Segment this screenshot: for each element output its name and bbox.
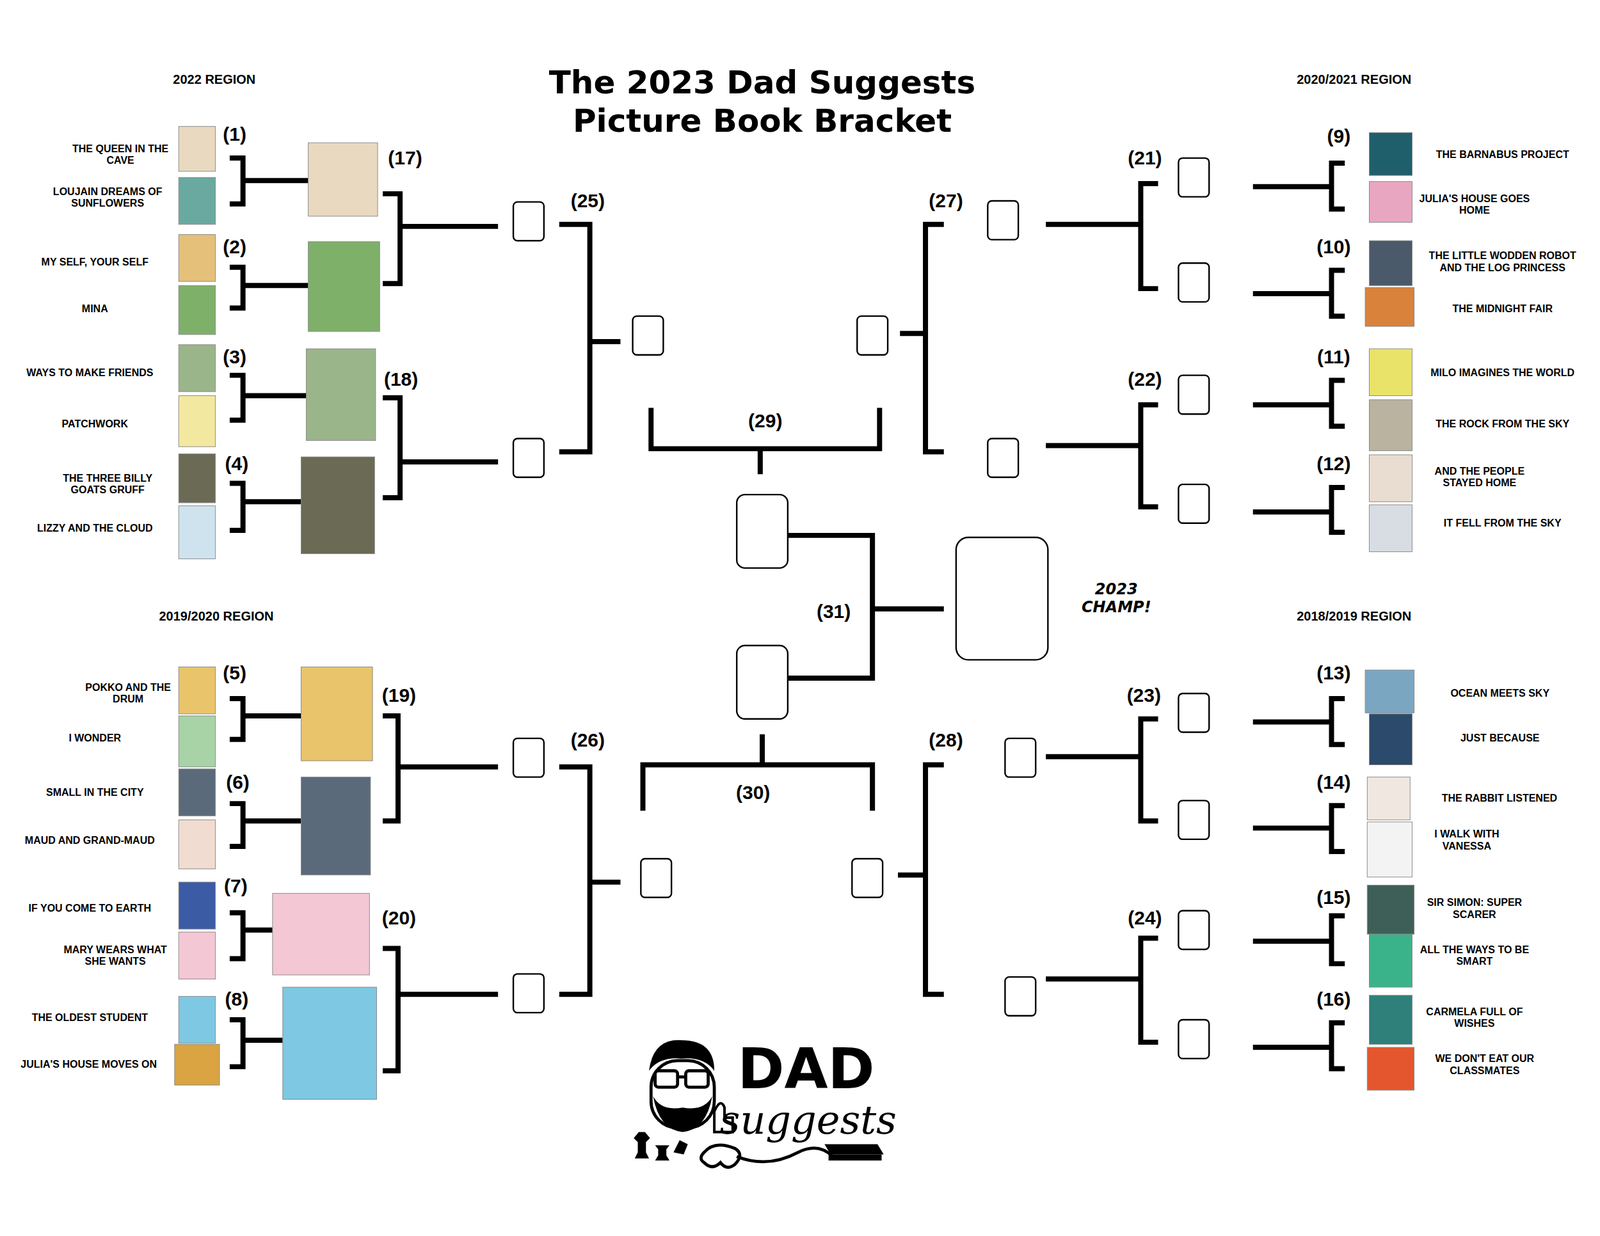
match-number: (22) — [1127, 368, 1162, 392]
match-number: (3) — [222, 346, 247, 369]
champion-label: 2023 CHAMP! — [1065, 581, 1168, 617]
match-number: (30) — [736, 782, 770, 805]
match-number: (18) — [384, 368, 418, 392]
book-title: SMALL IN THE CITY — [18, 787, 172, 799]
book-title: I WONDER — [18, 732, 172, 745]
book-title: LOUJAIN DREAMS OF SUNFLOWERS — [44, 186, 172, 210]
match-number: (6) — [225, 771, 250, 795]
match-number: (13) — [1316, 662, 1351, 685]
logo-text: DAD — [737, 1041, 875, 1098]
region-label: 2018/2019 REGION — [1296, 609, 1412, 624]
match-number: (16) — [1316, 988, 1351, 1012]
book-title: MARY WEARS WHAT SHE WANTS — [58, 944, 171, 969]
book-title: THE OLDEST STUDENT — [8, 1012, 172, 1024]
match-number: (25) — [570, 190, 605, 213]
book-title: AND THE PEOPLE STAYED HOME — [1418, 465, 1541, 490]
match-number: (14) — [1316, 771, 1351, 795]
book-title: JULIA'S HOUSE MOVES ON — [6, 1059, 172, 1071]
match-number: (1) — [222, 123, 247, 146]
region-label: 2019/2020 REGION — [159, 609, 274, 624]
book-title: LIZZY AND THE CLOUD — [18, 522, 172, 535]
book-title: MILO IMAGINES THE WORLD — [1418, 367, 1587, 379]
logo-text: suggests — [720, 1100, 897, 1141]
match-number: (4) — [225, 453, 249, 476]
bracket-lines — [229, 158, 1345, 1072]
match-number: (15) — [1316, 887, 1351, 910]
book-title: JUST BECAUSE — [1418, 732, 1582, 745]
book-title: IF YOU COME TO EARTH — [8, 903, 172, 915]
match-number: (9) — [1327, 125, 1352, 148]
match-number: (5) — [222, 662, 247, 685]
book-title: THE MIDNIGHT FAIR — [1418, 303, 1587, 315]
region-label: 2020/2021 REGION — [1296, 72, 1412, 88]
match-number: (8) — [225, 988, 249, 1012]
match-number: (19) — [382, 684, 416, 708]
match-number: (23) — [1127, 684, 1161, 708]
match-number: (21) — [1127, 147, 1162, 170]
book-title: POKKO AND THE DRUM — [84, 682, 172, 706]
match-number: (2) — [222, 236, 247, 259]
book-title: ALL THE WAYS TO BE SMART — [1418, 944, 1531, 969]
match-number: (12) — [1316, 453, 1351, 476]
bracket-title: The 2023 Dad Suggests Picture Book Brack… — [531, 63, 993, 141]
book-title: PATCHWORK — [18, 418, 172, 431]
book-title: OCEAN MEETS SKY — [1418, 688, 1582, 700]
match-number: (10) — [1316, 236, 1351, 259]
region-label: 2022 REGION — [172, 72, 256, 88]
match-number: (20) — [382, 907, 416, 930]
book-title: THE QUEEN IN THE CAVE — [69, 143, 171, 168]
book-title: MAUD AND GRAND-MAUD — [8, 835, 172, 847]
book-title: WE DON'T EAT OUR CLASSMATES — [1418, 1053, 1551, 1078]
book-title: IT FELL FROM THE SKY — [1418, 517, 1587, 530]
book-title: THE BARNABUS PROJECT — [1418, 149, 1587, 161]
match-number: (28) — [928, 729, 963, 752]
match-number: (7) — [224, 875, 248, 898]
match-number: (29) — [748, 410, 783, 433]
match-number: (26) — [570, 729, 605, 752]
book-title: MY SELF, YOUR SELF — [18, 256, 172, 269]
book-title: THE LITTLE WODDEN ROBOT AND THE LOG PRIN… — [1418, 250, 1587, 274]
match-number: (27) — [928, 190, 963, 213]
book-title: THE RABBIT LISTENED — [1415, 792, 1584, 805]
book-title: WAYS TO MAKE FRIENDS — [8, 367, 172, 379]
book-title: MINA — [18, 303, 172, 315]
book-covers — [174, 126, 1415, 1101]
book-title: CARMELA FULL OF WISHES — [1418, 1006, 1531, 1031]
book-title: SIR SIMON: SUPER SCARER — [1418, 897, 1531, 921]
book-title: THE THREE BILLY GOATS GRUFF — [44, 472, 172, 497]
book-title: THE ROCK FROM THE SKY — [1418, 418, 1587, 431]
book-title: I WALK WITH VANESSA — [1418, 828, 1515, 853]
match-number: (17) — [387, 147, 422, 170]
match-number: (11) — [1317, 346, 1351, 369]
bracket-slots — [513, 158, 1209, 1060]
book-title: JULIA'S HOUSE GOES HOME — [1418, 193, 1531, 217]
match-number: (24) — [1127, 907, 1162, 930]
match-number: (31) — [816, 600, 851, 624]
